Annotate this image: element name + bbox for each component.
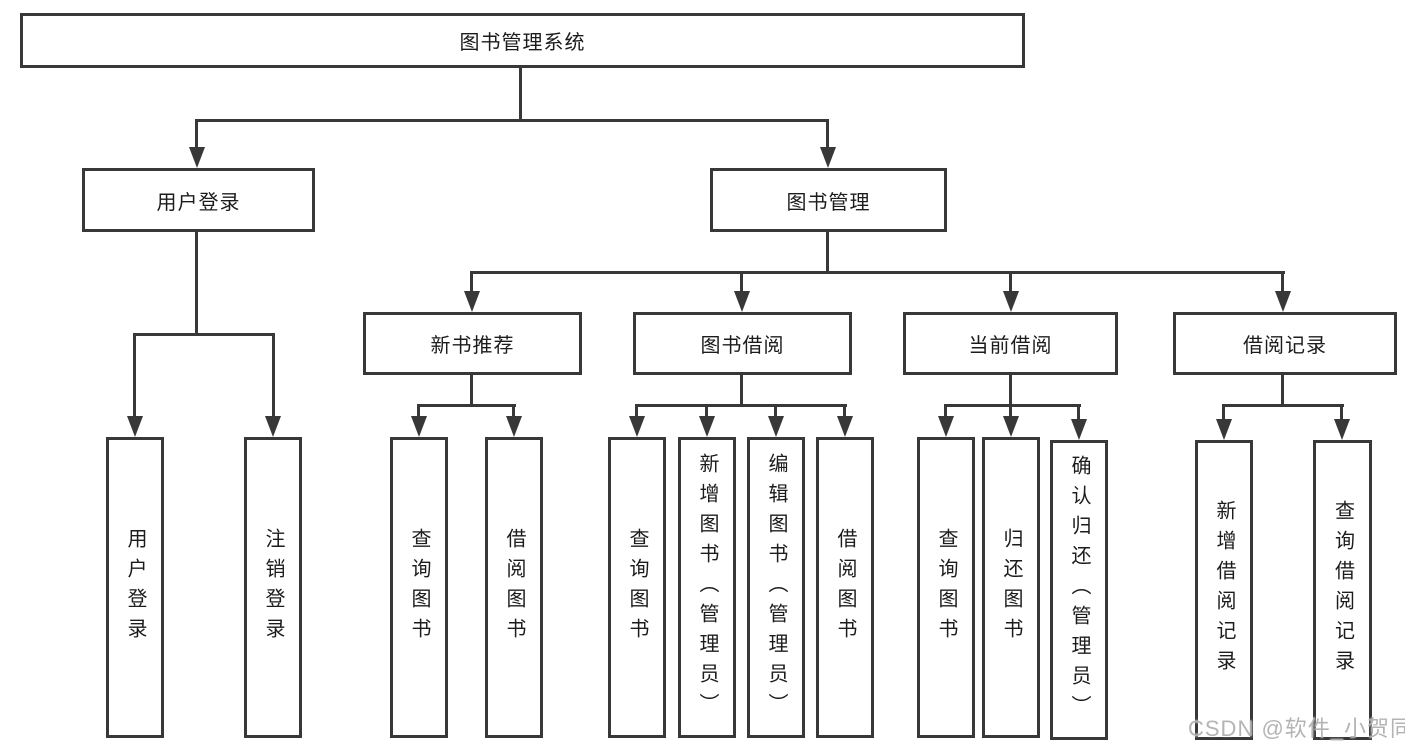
connector-bookborrow-drop [635,404,638,421]
connector-bookmgmt-drop [1281,271,1284,296]
leaf-current-query-label: 查询图书 [935,527,957,648]
connector-userlogin-drop [272,333,275,421]
leaf-borrow-add-admin-label: 新增图书（管理员） [696,452,718,723]
leaf-newbooks-borrow: 借阅图书 [485,437,543,738]
connector-newbooks-stem [470,375,473,407]
arrow-down-icon [768,416,784,437]
connector-currentborrow-drop [1009,404,1012,421]
connector-bookmgmt-drop [1009,271,1012,296]
arrow-down-icon [938,416,954,437]
node-current-borrow: 当前借阅 [903,312,1118,375]
arrow-down-icon [506,416,522,437]
node-root-label: 图书管理系统 [459,32,586,54]
watermark: CSDN @软件_小贺同学 [1188,716,1405,741]
leaf-user-login: 用户登录 [106,437,164,738]
arrow-down-icon [1334,419,1350,440]
node-new-books-label: 新书推荐 [430,335,515,357]
leaf-newbooks-borrow-label: 借阅图书 [503,527,525,648]
node-book-borrow-label: 图书借阅 [700,335,785,357]
arrow-down-icon [1003,291,1019,312]
leaf-borrow-borrow-label: 借阅图书 [834,527,856,648]
leaf-borrow-borrow: 借阅图书 [816,437,874,738]
connector-records-stem [1281,375,1284,407]
connector-userlogin-drop [133,333,136,421]
connector-records-drop [1222,404,1225,422]
node-book-management-label: 图书管理 [786,191,871,214]
arrow-down-icon [837,416,853,437]
connector-records-bar [1222,404,1344,407]
connector-root-right-drop [826,119,829,152]
node-current-borrow-label: 当前借阅 [968,335,1053,357]
connector-bookborrow-bar [635,404,847,407]
arrow-down-icon [699,416,715,437]
connector-bookmgmt-bar [470,271,1285,274]
node-borrow-records: 借阅记录 [1173,312,1397,375]
node-user-login-label: 用户登录 [156,191,241,214]
connector-newbooks-bar [417,404,516,407]
connector-records-drop [1340,404,1343,422]
connector-bookborrow-stem [740,375,743,407]
leaf-current-return-label: 归还图书 [1000,527,1022,648]
node-user-login: 用户登录 [82,168,315,232]
leaf-user-login-label: 用户登录 [124,527,146,648]
connector-currentborrow-stem [1009,375,1012,407]
connector-currentborrow-drop [944,404,947,421]
arrow-down-icon [629,416,645,437]
leaf-records-add-label: 新增借阅记录 [1213,500,1235,680]
leaf-borrow-query-label: 查询图书 [626,527,648,648]
node-book-borrow: 图书借阅 [633,312,852,375]
arrow-down-icon [127,416,143,437]
connector-newbooks-drop [417,404,420,421]
node-root: 图书管理系统 [20,13,1025,68]
leaf-borrow-query: 查询图书 [608,437,666,738]
leaf-current-query: 查询图书 [917,437,975,738]
connector-currentborrow-bar [944,404,1081,407]
leaf-records-query: 查询借阅记录 [1313,440,1372,740]
leaf-borrow-edit-admin: 编辑图书（管理员） [747,437,805,738]
connector-bookborrow-drop [774,404,777,421]
arrow-down-icon [1003,416,1019,437]
leaf-logout: 注销登录 [244,437,302,738]
arrow-down-icon [411,416,427,437]
connector-bookborrow-drop [843,404,846,421]
leaf-newbooks-query: 查询图书 [390,437,448,738]
connector-currentborrow-drop [1077,404,1080,421]
leaf-current-confirm-admin-label: 确认归还（管理员） [1068,455,1090,725]
connector-userlogin-stem [195,232,198,336]
node-new-books: 新书推荐 [363,312,582,375]
leaf-borrow-add-admin: 新增图书（管理员） [678,437,736,738]
arrow-down-icon [1216,419,1232,440]
leaf-borrow-edit-admin-label: 编辑图书（管理员） [765,452,787,723]
connector-bookmgmt-drop [740,271,743,296]
arrow-down-icon [734,291,750,312]
connector-newbooks-drop [512,404,515,421]
leaf-current-return: 归还图书 [982,437,1040,738]
connector-root-bar [195,119,829,122]
node-borrow-records-label: 借阅记录 [1243,335,1327,357]
arrow-down-icon [265,416,281,437]
connector-root-left-drop [195,119,198,152]
leaf-records-query-label: 查询借阅记录 [1331,500,1354,680]
connector-userlogin-bar [133,333,275,336]
arrow-down-icon [464,291,480,312]
leaf-newbooks-query-label: 查询图书 [408,527,430,648]
leaf-logout-label: 注销登录 [262,527,284,648]
connector-root-stem [519,68,522,122]
arrow-down-icon [189,147,205,168]
arrow-down-icon [1071,419,1087,440]
connector-bookmgmt-stem [826,232,829,274]
node-book-management: 图书管理 [710,168,947,232]
arrow-down-icon [1275,291,1291,312]
connector-bookborrow-drop [705,404,708,421]
connector-bookmgmt-drop [470,271,473,296]
leaf-records-add: 新增借阅记录 [1195,440,1253,740]
leaf-current-confirm-admin: 确认归还（管理员） [1050,440,1108,740]
arrow-down-icon [820,147,836,168]
